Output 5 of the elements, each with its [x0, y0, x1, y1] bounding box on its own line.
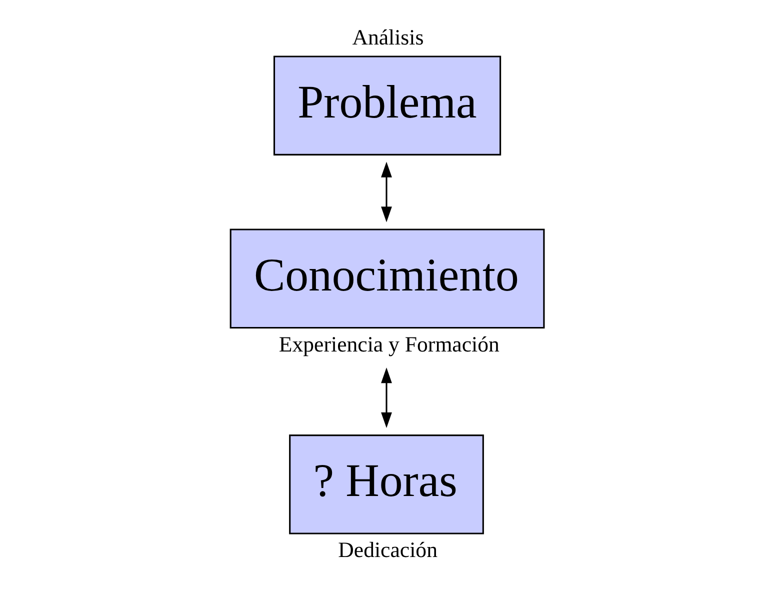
node-label: Análisis [352, 25, 424, 50]
arrow [381, 162, 392, 222]
node-label: Dedicación [338, 538, 438, 562]
node-label: Experiencia y Formación [278, 332, 500, 356]
arrow [381, 368, 392, 428]
